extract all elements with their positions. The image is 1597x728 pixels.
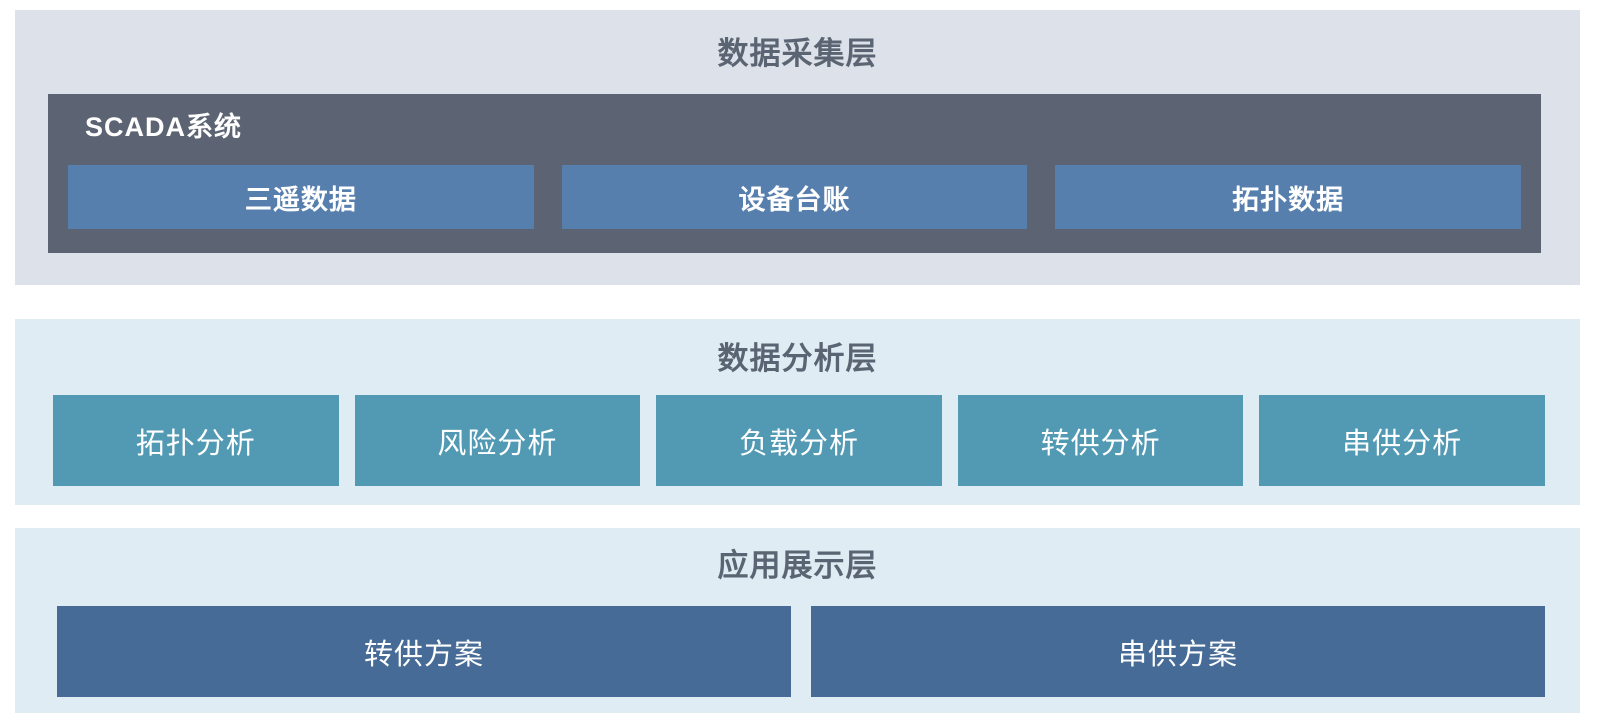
scada-items-row: 三遥数据 设备台账 拓扑数据 bbox=[68, 165, 1522, 229]
layer-data-analysis-title: 数据分析层 bbox=[717, 341, 878, 376]
scada-item-remote-data: 三遥数据 bbox=[68, 165, 534, 229]
analysis-item-cascade-supply: 串供分析 bbox=[1259, 395, 1545, 486]
layer-data-collection: 数据采集层 SCADA系统 三遥数据 设备台账 拓扑数据 bbox=[15, 10, 1580, 285]
app-item-cascade-supply-plan: 串供方案 bbox=[811, 606, 1545, 697]
analysis-items-row: 拓扑分析 风险分析 负载分析 转供分析 串供分析 bbox=[53, 395, 1545, 486]
analysis-item-topology: 拓扑分析 bbox=[53, 395, 339, 486]
scada-container: SCADA系统 三遥数据 设备台账 拓扑数据 bbox=[48, 94, 1541, 253]
layer-application-display: 应用展示层 转供方案 串供方案 bbox=[15, 528, 1580, 713]
app-item-transfer-supply-plan: 转供方案 bbox=[57, 606, 791, 697]
scada-title: SCADA系统 bbox=[85, 112, 243, 142]
layer-application-display-title: 应用展示层 bbox=[717, 548, 878, 583]
analysis-item-load: 负载分析 bbox=[656, 395, 942, 486]
analysis-item-transfer-supply: 转供分析 bbox=[957, 395, 1244, 486]
application-items-row: 转供方案 串供方案 bbox=[57, 606, 1545, 697]
scada-item-topology-data: 拓扑数据 bbox=[1055, 165, 1522, 229]
analysis-item-risk: 风险分析 bbox=[354, 395, 641, 486]
scada-item-equipment-ledger: 设备台账 bbox=[561, 165, 1028, 229]
layer-data-analysis: 数据分析层 拓扑分析 风险分析 负载分析 转供分析 串供分析 bbox=[15, 319, 1580, 505]
layer-data-collection-title: 数据采集层 bbox=[717, 36, 878, 71]
